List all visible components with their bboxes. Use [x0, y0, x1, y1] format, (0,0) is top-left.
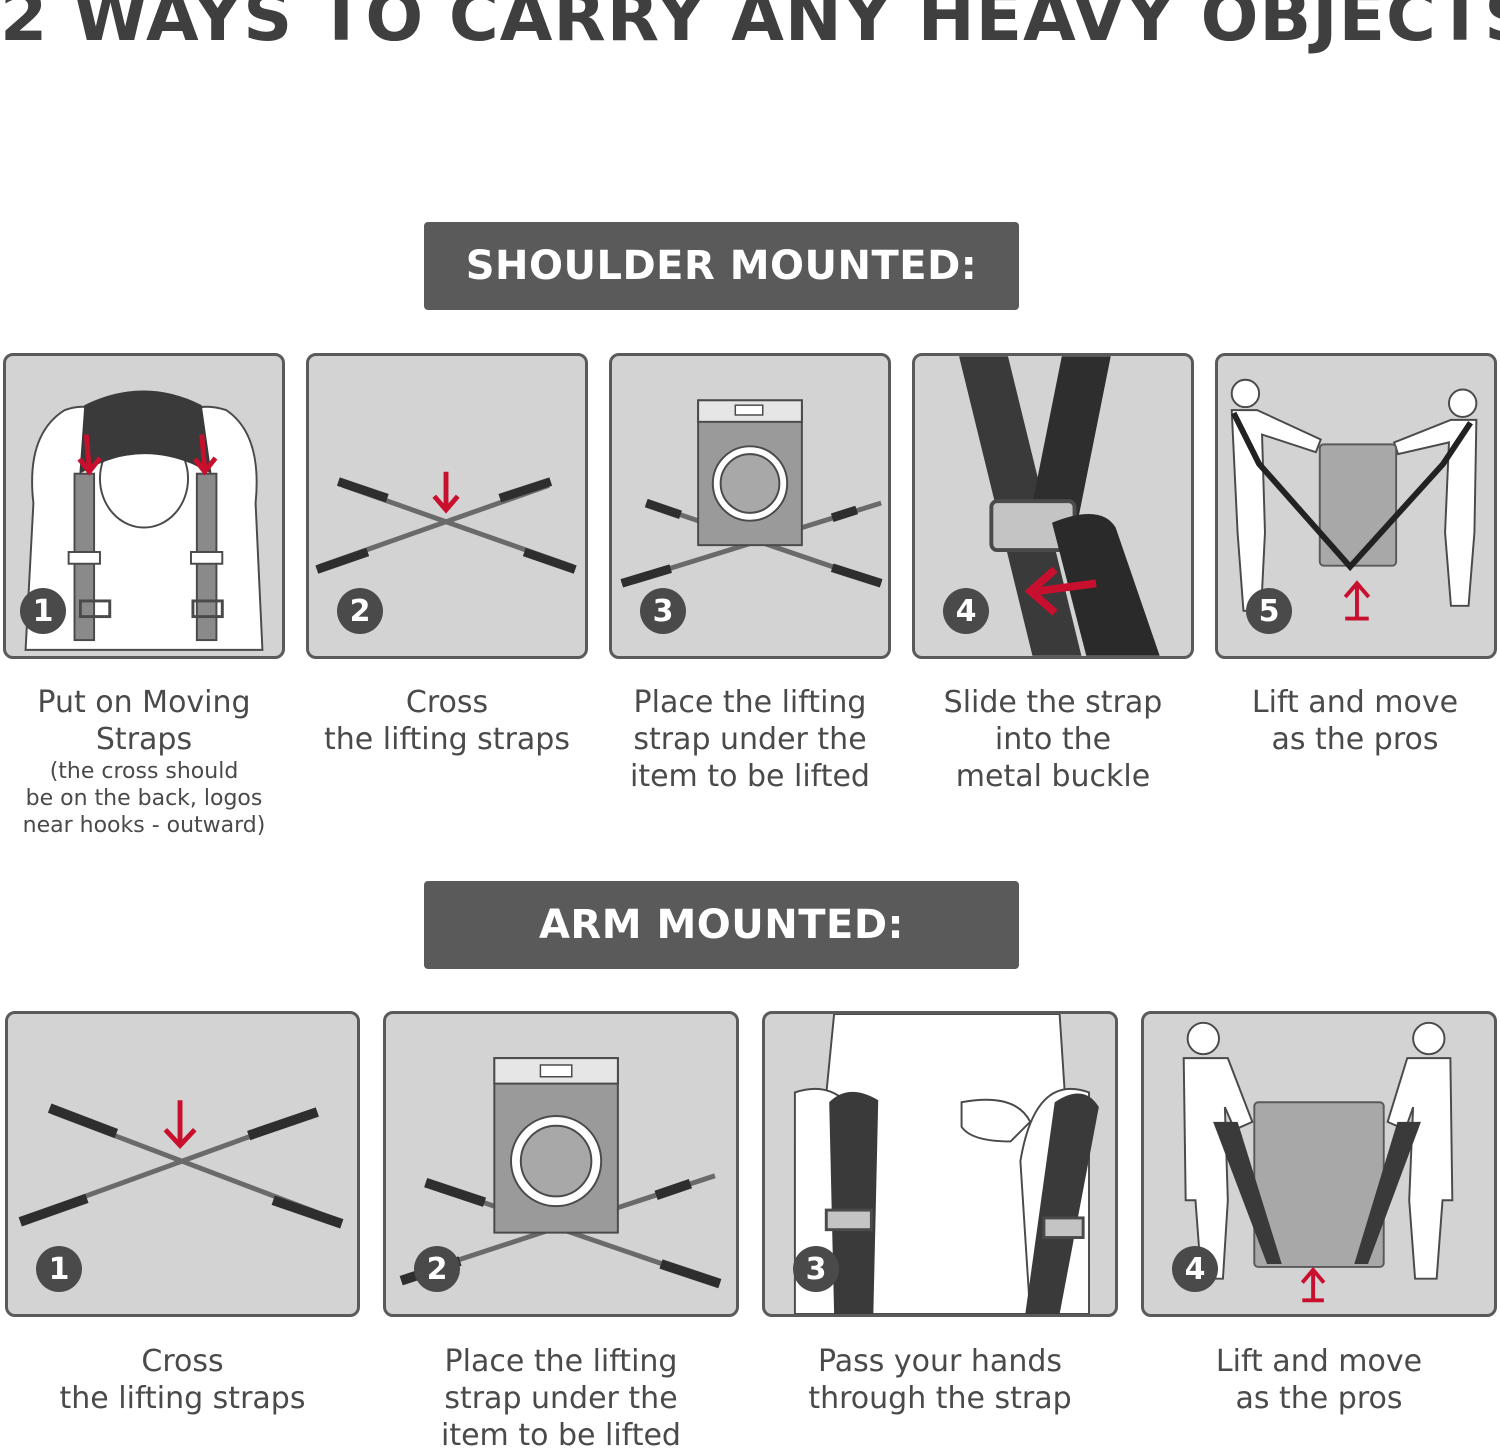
caption-line: Cross	[405, 685, 489, 720]
step-number-badge: 1	[36, 1246, 82, 1292]
caption-line: item to be lifted	[630, 759, 870, 794]
caption-line: strap under the	[444, 1381, 678, 1416]
shoulder-step-2-panel: 2	[306, 353, 588, 659]
arms-through-straps-illustration	[793, 1014, 1099, 1314]
step-number-badge: 1	[20, 588, 66, 634]
caption-note: (the cross should	[49, 759, 239, 784]
shoulder-step-5-caption: Lift and move as the pros	[1210, 684, 1500, 758]
arm-step-3-panel: 3	[762, 1011, 1118, 1317]
shoulder-step-4-caption: Slide the strap into the metal buckle	[912, 684, 1194, 795]
caption-line: item to be lifted	[441, 1418, 681, 1453]
shoulder-step-1-panel: 1	[3, 353, 285, 659]
step-number-badge: 4	[1172, 1246, 1218, 1292]
shoulder-step-4-panel: 4	[912, 353, 1194, 659]
step-number-badge: 2	[414, 1246, 460, 1292]
caption-line: Slide the strap	[943, 685, 1163, 720]
arm-step-2-panel: 2	[383, 1011, 739, 1317]
arm-step-2-caption: Place the lifting strap under the item t…	[383, 1343, 739, 1454]
shoulder-step-5-panel: 5	[1215, 353, 1497, 659]
step-number-badge: 4	[943, 588, 989, 634]
caption-line: as the pros	[1271, 722, 1439, 757]
shoulder-step-3-panel: 3	[609, 353, 891, 659]
caption-line: Cross	[141, 1344, 224, 1379]
page-title: 2 WAYS TO CARRY ANY HEAVY OBJECTS	[0, 0, 1500, 57]
caption-line: through the strap	[808, 1381, 1072, 1416]
caption-line: as the pros	[1235, 1381, 1403, 1416]
caption-line: Lift and move	[1251, 685, 1459, 720]
caption-line: Pass your hands	[818, 1344, 1062, 1379]
caption-line: Straps	[95, 722, 193, 757]
caption-line: metal buckle	[955, 759, 1151, 794]
shoulder-mounted-heading: SHOULDER MOUNTED:	[424, 222, 1019, 310]
caption-line: Place the lifting	[633, 685, 867, 720]
harness-wearing-illustration	[24, 390, 264, 651]
step-number-badge: 2	[337, 588, 383, 634]
step-number-badge: 3	[640, 588, 686, 634]
washing-machine-on-straps-illustration	[399, 1057, 722, 1289]
caption-line: strap under the	[633, 722, 867, 757]
crossed-straps-illustration	[18, 1100, 344, 1229]
arm-step-3-caption: Pass your hands through the strap	[762, 1343, 1118, 1417]
arm-step-4-panel: 4	[1141, 1011, 1497, 1317]
arm-mounted-heading: ARM MOUNTED:	[424, 881, 1019, 969]
two-people-lifting-illustration	[1230, 378, 1478, 621]
step-number-badge: 3	[793, 1246, 839, 1292]
caption-line: the lifting straps	[324, 722, 570, 757]
arm-step-4-caption: Lift and move as the pros	[1141, 1343, 1497, 1417]
buckle-illustration	[959, 356, 1160, 656]
caption-note: near hooks - outward)	[22, 813, 266, 838]
caption-line: the lifting straps	[59, 1381, 306, 1416]
two-people-lifting-illustration	[1182, 1021, 1454, 1303]
step-number-badge: 5	[1246, 588, 1292, 634]
caption-line: Put on Moving	[37, 685, 251, 720]
shoulder-step-1-caption: Put on Moving Straps (the cross should b…	[3, 684, 285, 839]
washing-machine-on-straps-illustration	[620, 399, 883, 588]
arm-step-1-panel: 1	[5, 1011, 360, 1317]
caption-line: Lift and move	[1215, 1344, 1423, 1379]
caption-note: be on the back, logos	[25, 786, 263, 811]
shoulder-step-2-caption: Cross the lifting straps	[306, 684, 588, 758]
caption-line: into the	[994, 722, 1112, 757]
shoulder-step-3-caption: Place the lifting strap under the item t…	[609, 684, 891, 795]
arm-step-1-caption: Cross the lifting straps	[5, 1343, 360, 1417]
caption-line: Place the lifting	[444, 1344, 678, 1379]
crossed-straps-illustration	[315, 471, 577, 574]
